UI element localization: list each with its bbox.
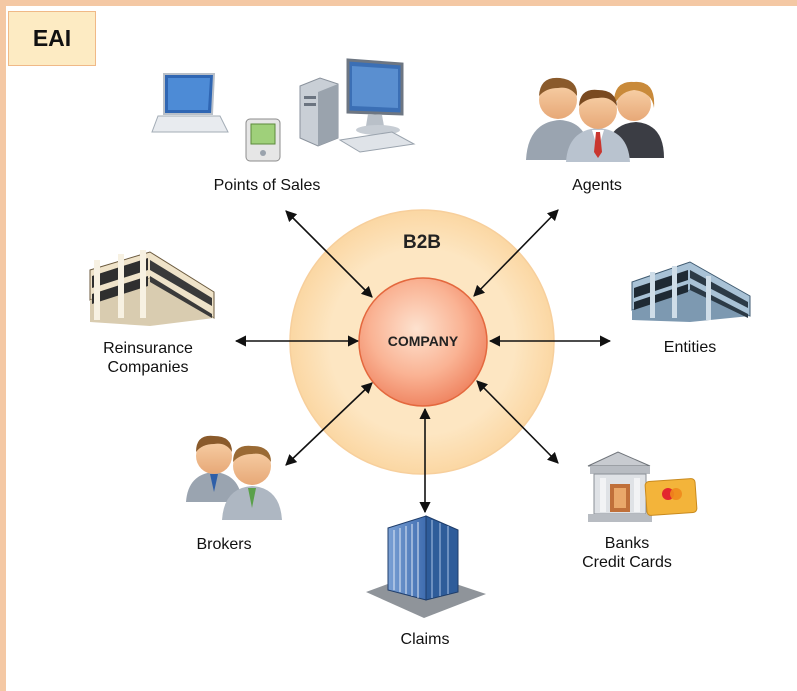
arrow-brokers — [285, 382, 373, 466]
reinsurance-label-line2: Companies — [107, 359, 189, 376]
diagram-title: EAI — [8, 11, 96, 66]
bank-card-icon — [587, 451, 698, 522]
entities-label: Entities — [663, 339, 717, 356]
points-of-sales-label: Points of Sales — [213, 177, 321, 194]
people-group-icon — [526, 77, 664, 162]
claims-label: Claims — [400, 631, 450, 648]
office-building-icon — [89, 250, 215, 326]
company-label: COMPANY — [387, 333, 459, 349]
arrow-agents — [473, 209, 559, 297]
skyscraper-icon — [366, 515, 486, 618]
reinsurance-label-line1: Reinsurance — [103, 340, 193, 357]
arrow-points-of-sales — [285, 210, 373, 298]
b2b-label: B2B — [402, 232, 441, 253]
agents-label: Agents — [572, 177, 622, 194]
arrow-banks — [476, 380, 559, 464]
banks-label-line1: Banks — [604, 535, 650, 552]
office-building-icon — [631, 261, 751, 322]
banks-label-line2: Credit Cards — [582, 554, 672, 571]
computer-devices-icon — [151, 58, 416, 162]
brokers-label: Brokers — [196, 536, 252, 553]
people-pair-icon — [186, 435, 282, 520]
